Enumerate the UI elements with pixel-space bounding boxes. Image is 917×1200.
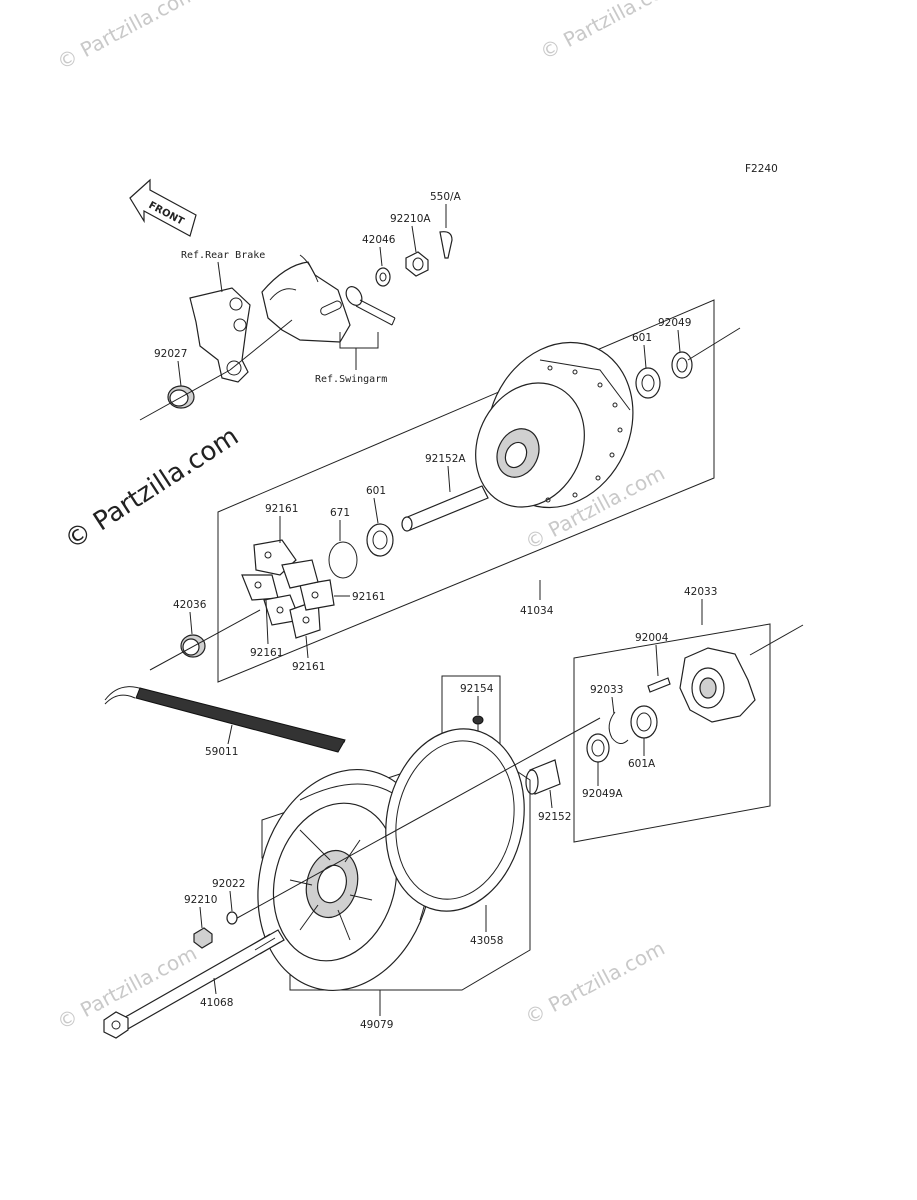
label-92152a: 92152A (425, 453, 466, 465)
cotter-pin-550A (439, 231, 453, 259)
label-92210: 92210 (184, 894, 217, 906)
sprocket-group-frame (573, 623, 771, 843)
axle-41068 (103, 929, 285, 1039)
label-550a: 550/A (430, 191, 462, 203)
label-59011: 59011 (205, 746, 238, 758)
label-92161-a: 92161 (265, 503, 298, 515)
label-92161-c: 92161 (250, 647, 283, 659)
brake-bracket (189, 287, 251, 383)
label-92027: 92027 (154, 348, 187, 360)
label-671: 671 (330, 507, 350, 519)
label-92022: 92022 (212, 878, 245, 890)
watermark-text: © Partzilla.com (521, 936, 669, 1030)
label-92004: 92004 (635, 632, 669, 644)
sprocket-hub-42033 (679, 647, 756, 723)
label-92210a: 92210A (390, 213, 431, 225)
bearing-601-top (635, 367, 661, 399)
spacer-92152a (401, 485, 489, 532)
damper-rubbers (241, 539, 335, 639)
circlip-92033 (608, 711, 629, 744)
label-42036: 42036 (173, 599, 207, 611)
label-92154: 92154 (460, 683, 494, 695)
oil-seal-92049 (671, 351, 693, 379)
label-49079: 49079 (360, 1019, 393, 1031)
label-601a: 601A (628, 758, 656, 770)
label-42046: 42046 (362, 234, 396, 246)
collar-42036 (180, 634, 206, 658)
watermark-main: © Partzilla.com (59, 421, 244, 555)
swingarm-bracket (261, 254, 351, 343)
drive-belt-59011 (104, 686, 346, 753)
oil-seal-92049a (586, 733, 610, 763)
nut-92210A (405, 251, 429, 277)
label-92161-b: 92161 (352, 591, 385, 603)
label-92049-top: 92049 (658, 317, 691, 329)
label-601-mid: 601 (366, 485, 386, 497)
washer-92022 (226, 911, 238, 925)
label-42033: 42033 (684, 586, 717, 598)
front-arrow-icon: FRONT (129, 178, 197, 237)
bolt-92154 (472, 715, 484, 732)
ref-swingarm: Ref.Swingarm (315, 374, 387, 385)
figure-code: F2240 (745, 163, 778, 175)
ref-rear-brake: Ref.Rear Brake (181, 250, 265, 261)
spacer-92152 (525, 759, 561, 795)
label-601-top: 601 (632, 332, 652, 344)
label-41034: 41034 (520, 605, 554, 617)
watermark-text: © Partzilla.com (53, 0, 201, 74)
bearing-601a (630, 705, 658, 739)
label-92033: 92033 (590, 684, 623, 696)
axle-bolt-small (345, 286, 396, 326)
label-92152: 92152 (538, 811, 571, 823)
label-92161-d: 92161 (292, 661, 325, 673)
watermark-text: © Partzilla.com (536, 0, 684, 64)
stud-92004 (647, 677, 671, 693)
nut-92210 (193, 927, 213, 949)
label-41068: 41068 (200, 997, 233, 1009)
bearing-601-mid (366, 523, 394, 557)
brake-disc-43058 (385, 728, 525, 912)
label-92049a: 92049A (582, 788, 623, 800)
label-43058: 43058 (470, 935, 503, 947)
washer-42046 (375, 267, 391, 287)
o-ring-671 (328, 541, 358, 579)
hub-drum (475, 341, 634, 509)
